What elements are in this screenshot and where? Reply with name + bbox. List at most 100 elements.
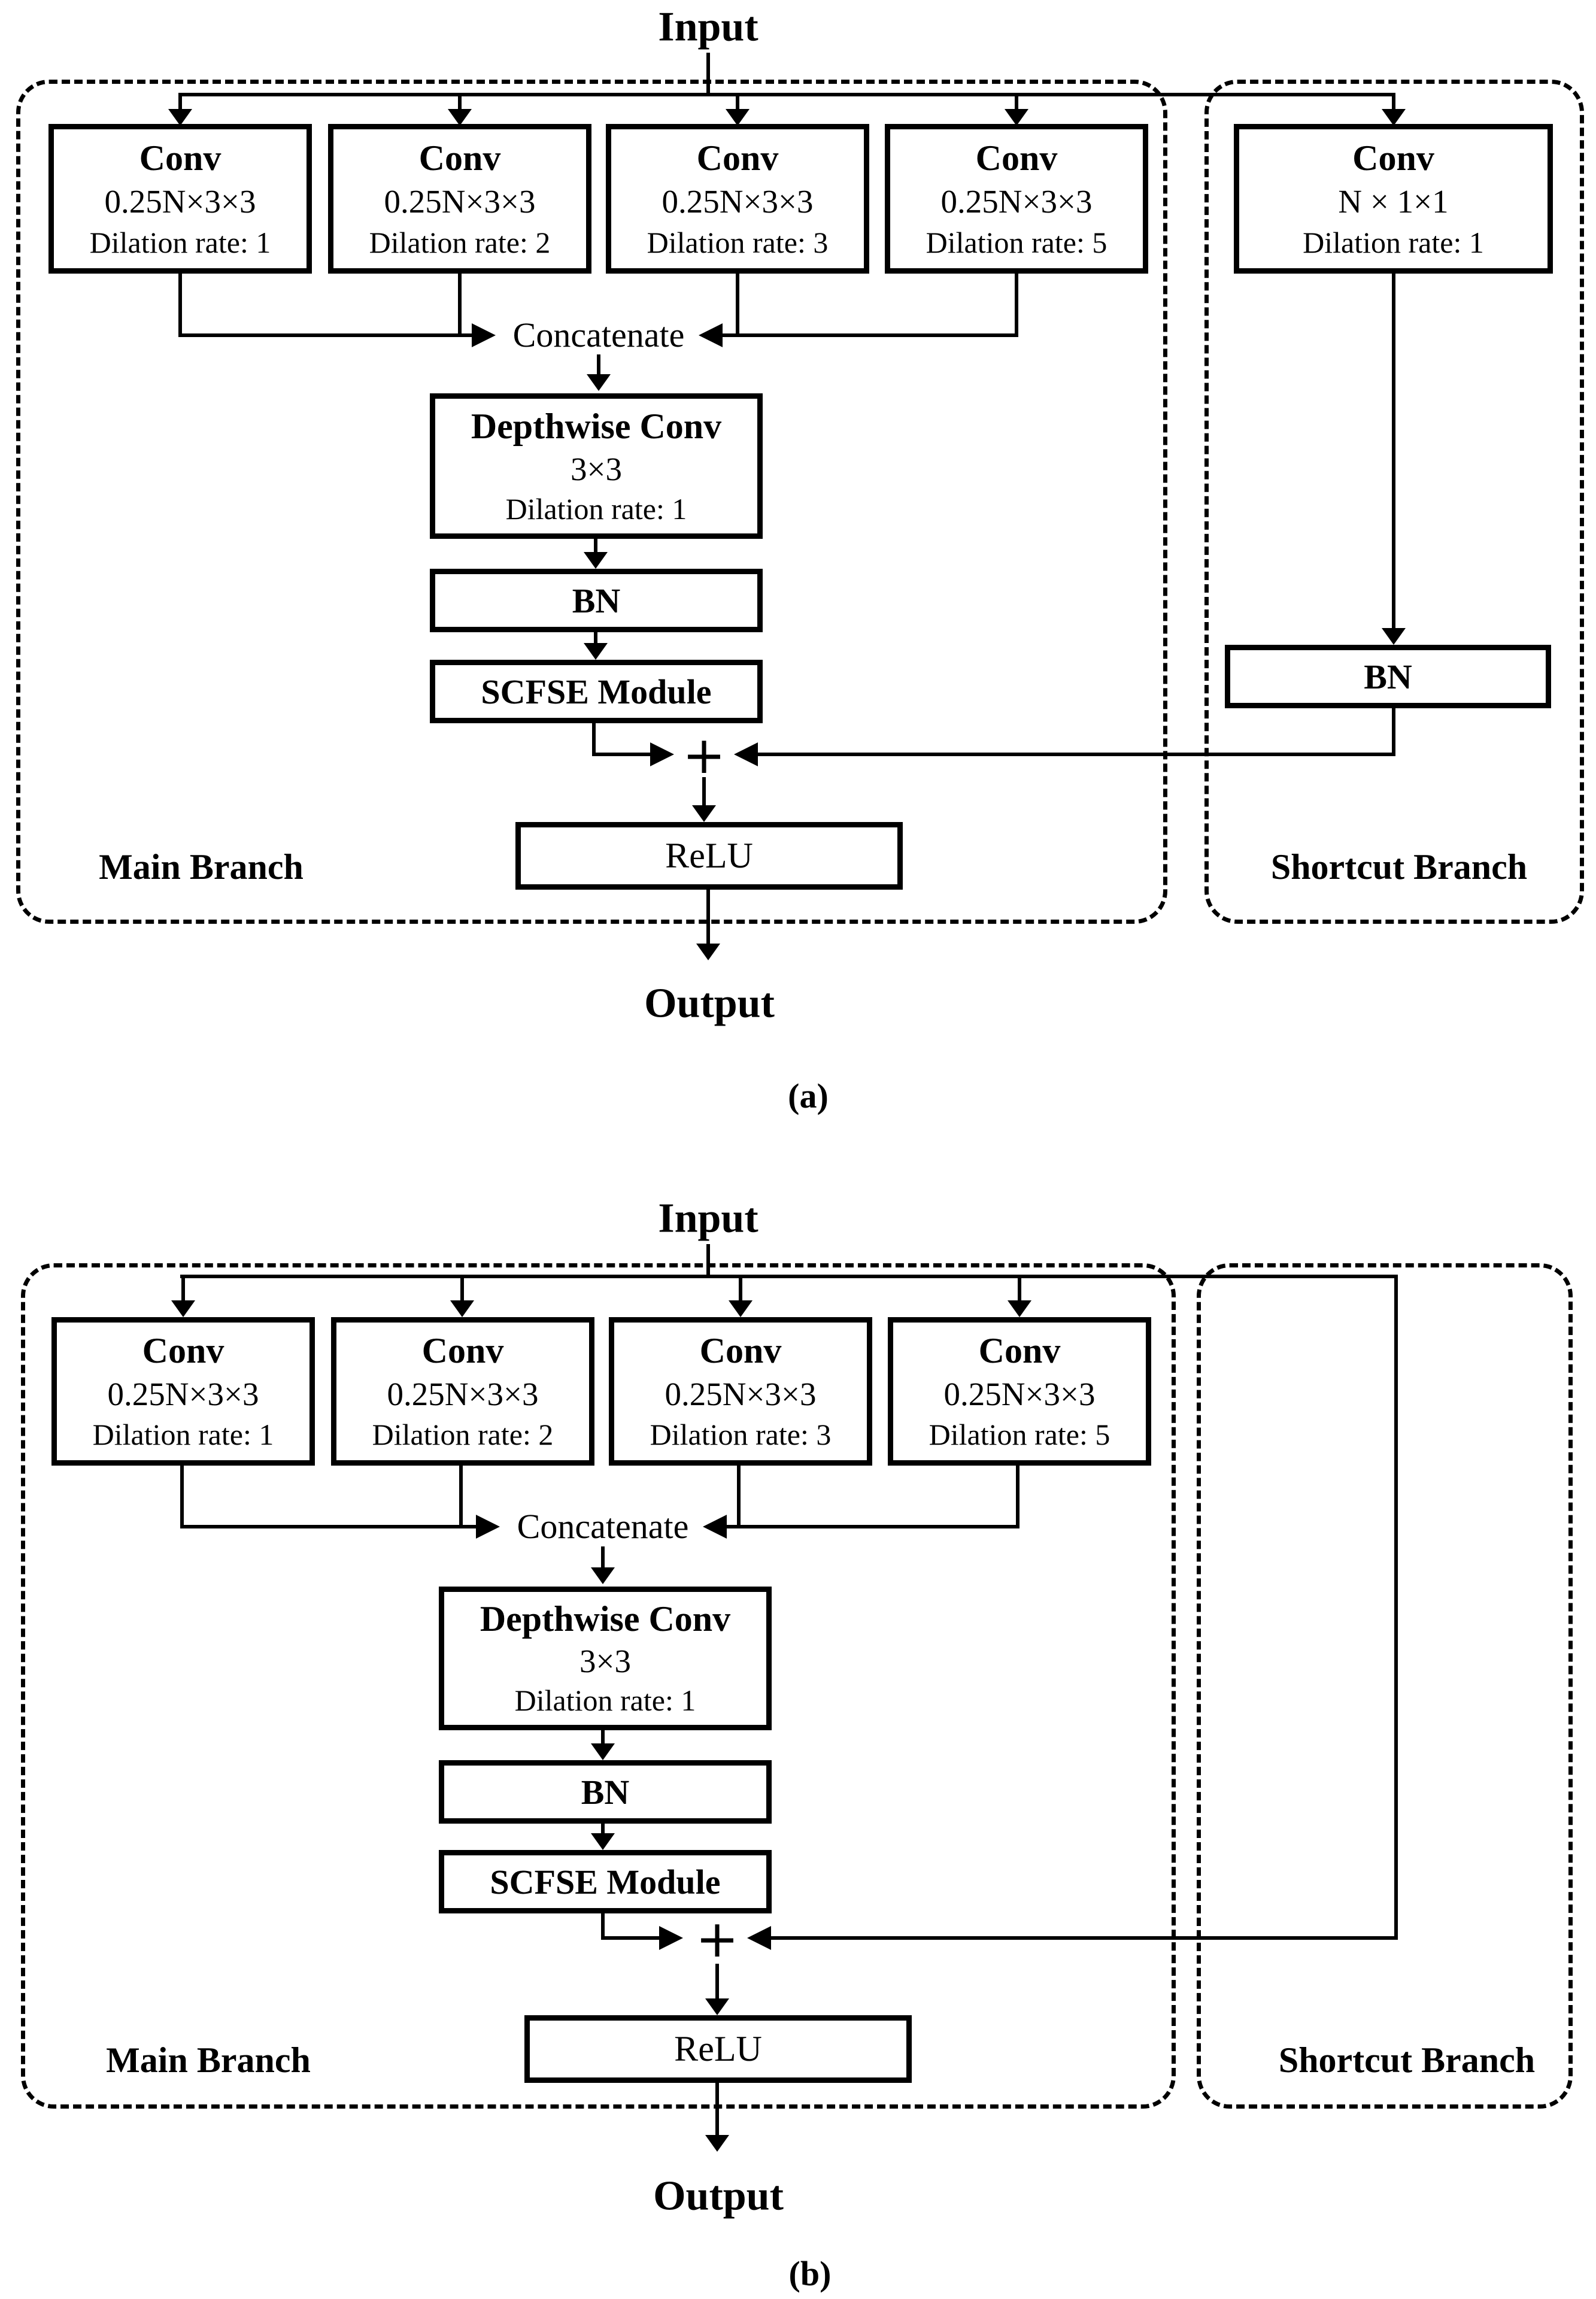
connector-line [597, 354, 600, 374]
connector-line [459, 1466, 463, 1528]
connector-line [601, 1936, 659, 1940]
relu-label: ReLU [665, 836, 753, 875]
conv-dilation: Dilation rate: 1 [89, 225, 271, 259]
output-label: Output [644, 980, 775, 1027]
shortcut-connector-line [1392, 708, 1395, 756]
branch-stem-line [739, 1275, 742, 1300]
connector-line [715, 1964, 719, 1998]
conv-size: 0.25N×3×3 [665, 1376, 817, 1413]
conv-size: 0.25N×3×3 [387, 1376, 539, 1413]
input-label: Input [658, 1195, 758, 1242]
arrowhead-right [650, 742, 674, 766]
shortcut-branch-box [1204, 80, 1584, 924]
arrowhead-down [729, 1300, 753, 1317]
connector-line [1016, 1466, 1020, 1528]
arrowhead-right [659, 1926, 683, 1950]
conv-title: Conv [421, 1331, 504, 1371]
conv-title: Conv [699, 1331, 782, 1371]
shortcut-join-line [758, 753, 1395, 756]
connector-line [458, 274, 462, 337]
conv-box-dilation-3: Conv 0.25N×3×3 Dilation rate: 3 [609, 1317, 872, 1466]
arrowhead-down [696, 944, 720, 960]
connector-line [592, 723, 596, 756]
shortcut-branch-label: Shortcut Branch [1270, 847, 1528, 887]
connector-line [178, 333, 472, 337]
arrowhead-down [1008, 1300, 1031, 1317]
output-connector-line [706, 890, 710, 944]
relu-label: ReLU [674, 2029, 762, 2069]
bn-label: BN [1364, 657, 1412, 696]
conv-title: Conv [418, 138, 501, 178]
conv-box-dilation-2: Conv 0.25N×3×3 Dilation rate: 2 [331, 1317, 594, 1466]
conv-size: 0.25N×3×3 [940, 183, 1093, 220]
scfse-module-box: SCFSE Module [439, 1850, 772, 1913]
shortcut-branch-label: Shortcut Branch [1278, 2040, 1536, 2080]
connector-line [737, 1466, 741, 1528]
branch-stem-line [460, 1275, 464, 1300]
conv-title: Conv [696, 138, 779, 178]
conv-box-dilation-5: Conv 0.25N×3×3 Dilation rate: 5 [888, 1317, 1151, 1466]
branch-stem-line [1015, 93, 1018, 109]
arrowhead-down [1382, 109, 1406, 126]
arrowhead-left [699, 323, 723, 347]
arrowhead-down [591, 1567, 615, 1584]
conv-size: 0.25N×3×3 [107, 1376, 259, 1413]
input-connector-line [706, 1244, 710, 1278]
arrowhead-down [726, 109, 750, 126]
conv-box-dilation-3: Conv 0.25N×3×3 Dilation rate: 3 [606, 124, 869, 274]
arrowhead-down [584, 552, 608, 569]
relu-box: ReLU [524, 2015, 912, 2083]
arrowhead-left [734, 742, 758, 766]
bn-label: BN [572, 581, 621, 620]
connector-line [601, 1546, 605, 1567]
arrowhead-down [705, 1998, 729, 2015]
conv-title: Conv [975, 138, 1058, 178]
plus-junction: + [682, 726, 726, 785]
arrowhead-down [1005, 109, 1028, 126]
conv-title: Conv [978, 1331, 1061, 1371]
conv-box-dilation-1: Conv 0.25N×3×3 Dilation rate: 1 [51, 1317, 315, 1466]
connector-line [736, 274, 739, 337]
shortcut-connector-line [1394, 1275, 1398, 1940]
conv-dilation: Dilation rate: 5 [929, 1418, 1110, 1452]
conv-title: Conv [1352, 138, 1434, 178]
arrowhead-down [450, 1300, 474, 1317]
conv-dilation: Dilation rate: 2 [369, 225, 551, 259]
connector-line [594, 539, 597, 552]
input-label: Input [658, 4, 758, 50]
input-bus-line [179, 93, 1395, 96]
scfse-label: SCFSE Module [490, 1862, 721, 1901]
arrowhead-down [171, 1300, 195, 1317]
connector-line [601, 1824, 605, 1833]
main-branch-label: Main Branch [99, 847, 304, 887]
arrowhead-left [703, 1515, 727, 1539]
depthwise-dilation: Dilation rate: 1 [514, 1684, 696, 1718]
branch-stem-line [1018, 1275, 1021, 1300]
depthwise-size: 3×3 [570, 450, 623, 487]
conv-dilation: Dilation rate: 5 [926, 225, 1108, 259]
shortcut-bn-box: BN [1225, 645, 1551, 708]
arrowhead-down [448, 109, 472, 126]
arrowhead-right [472, 323, 496, 347]
connector-line [1015, 274, 1018, 337]
shortcut-join-line [771, 1936, 1398, 1940]
conv-size: 0.25N×3×3 [384, 183, 536, 220]
arrowhead-down [591, 1743, 615, 1760]
plus-junction: + [695, 1909, 739, 1969]
connector-line [601, 1730, 605, 1743]
arrowhead-down [168, 109, 192, 126]
connector-line [727, 1525, 1020, 1528]
concatenate-label: Concatenate [517, 1507, 689, 1546]
arrowhead-down [705, 2135, 729, 2152]
input-connector-line [706, 53, 710, 95]
connector-line [601, 1913, 605, 1940]
input-bus-line [180, 1275, 1398, 1278]
conv-title: Conv [142, 1331, 224, 1371]
conv-size: 0.25N×3×3 [662, 183, 814, 220]
conv-dilation: Dilation rate: 1 [1303, 225, 1484, 259]
conv-dilation: Dilation rate: 2 [372, 1418, 554, 1452]
conv-size: 0.25N×3×3 [943, 1376, 1096, 1413]
shortcut-connector-line [1392, 274, 1395, 628]
conv-dilation: Dilation rate: 3 [647, 225, 829, 259]
